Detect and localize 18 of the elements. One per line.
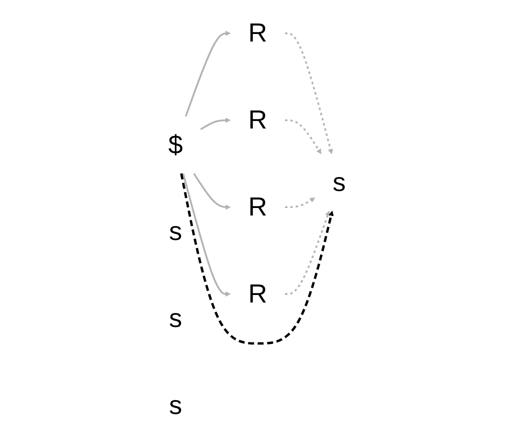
arrow [285, 210, 330, 295]
arrow [193, 173, 231, 210]
arrow [180, 173, 334, 345]
node-text: R [248, 105, 268, 135]
node-text: s [168, 390, 182, 420]
node-text: R [248, 279, 268, 308]
arrow [285, 198, 316, 208]
arrow [182, 173, 231, 297]
node-text: R [248, 18, 268, 48]
arrow [184, 30, 231, 117]
arrow [285, 32, 334, 154]
arrow [200, 118, 231, 130]
node-text: R [248, 192, 268, 222]
arrow [285, 119, 322, 154]
node-text: s [168, 304, 182, 334]
node-text: $ [168, 130, 183, 160]
node-text: s [168, 216, 182, 246]
node-text: s [332, 168, 346, 197]
